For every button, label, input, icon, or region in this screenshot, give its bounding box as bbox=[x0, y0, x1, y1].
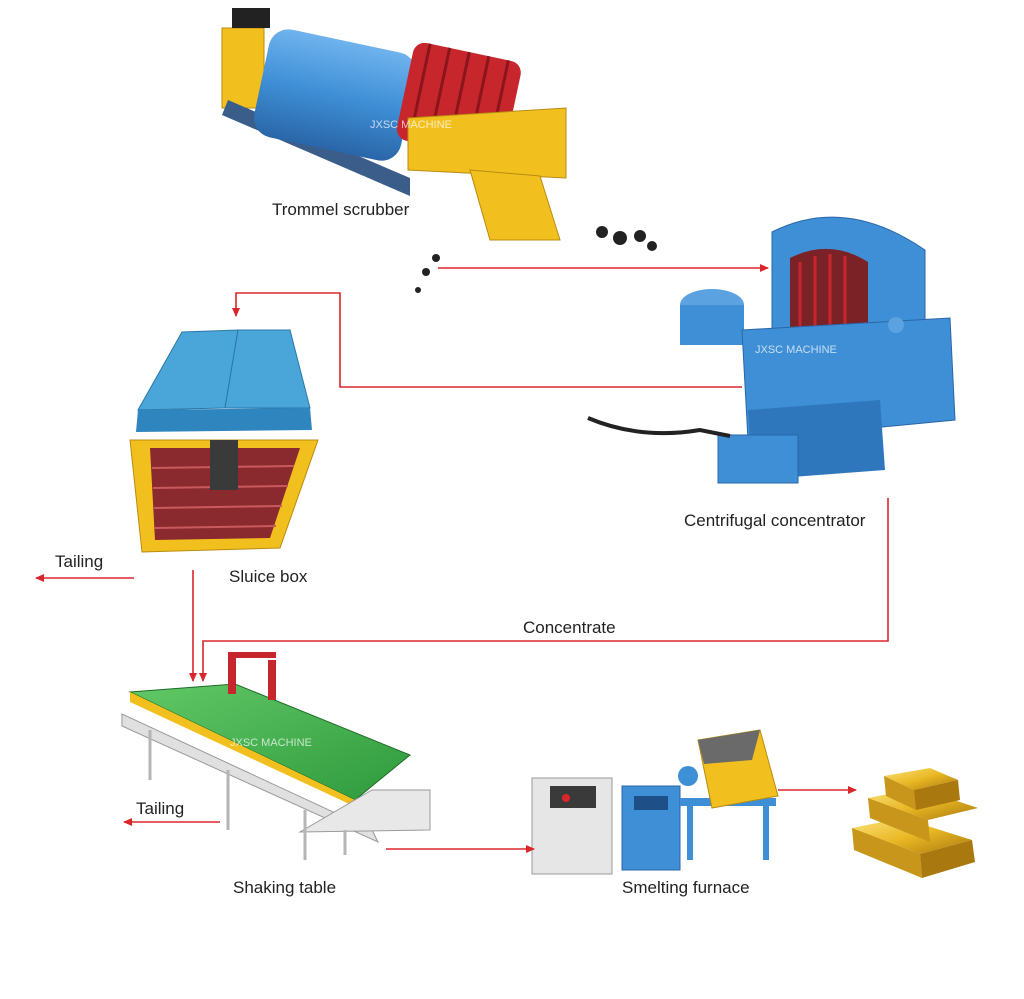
label-concentrate: Concentrate bbox=[523, 618, 616, 637]
label-shaking-table: Shaking table bbox=[233, 878, 337, 897]
shaking-table-illustration: JXSC MACHINE bbox=[121, 652, 431, 860]
arrow-centrifugal-to-sluice bbox=[232, 292, 742, 388]
flow-arrows bbox=[35, 264, 889, 853]
watermark: JXSC MACHINE bbox=[755, 344, 837, 356]
label-sluice-box: Sluice box bbox=[229, 567, 308, 586]
centrifugal-concentrator-illustration: JXSC MACHINE bbox=[587, 216, 956, 484]
gold-bars-illustration bbox=[852, 768, 978, 878]
sluice-box-illustration bbox=[129, 329, 319, 553]
label-tailing-shaking: Tailing bbox=[136, 799, 185, 818]
label-trommel-scrubber: Trommel scrubber bbox=[272, 200, 410, 219]
label-tailing-sluice: Tailing bbox=[55, 552, 104, 571]
arrow-concentrate bbox=[199, 498, 889, 682]
trommel-scrubber-illustration: JXSC MACHINE bbox=[221, 8, 657, 293]
label-centrifugal-concentrator: Centrifugal concentrator bbox=[684, 511, 866, 530]
smelting-furnace-illustration bbox=[531, 729, 779, 875]
watermark: JXSC MACHINE bbox=[370, 119, 452, 131]
watermark: JXSC MACHINE bbox=[230, 737, 312, 749]
label-smelting-furnace: Smelting furnace bbox=[622, 878, 750, 897]
